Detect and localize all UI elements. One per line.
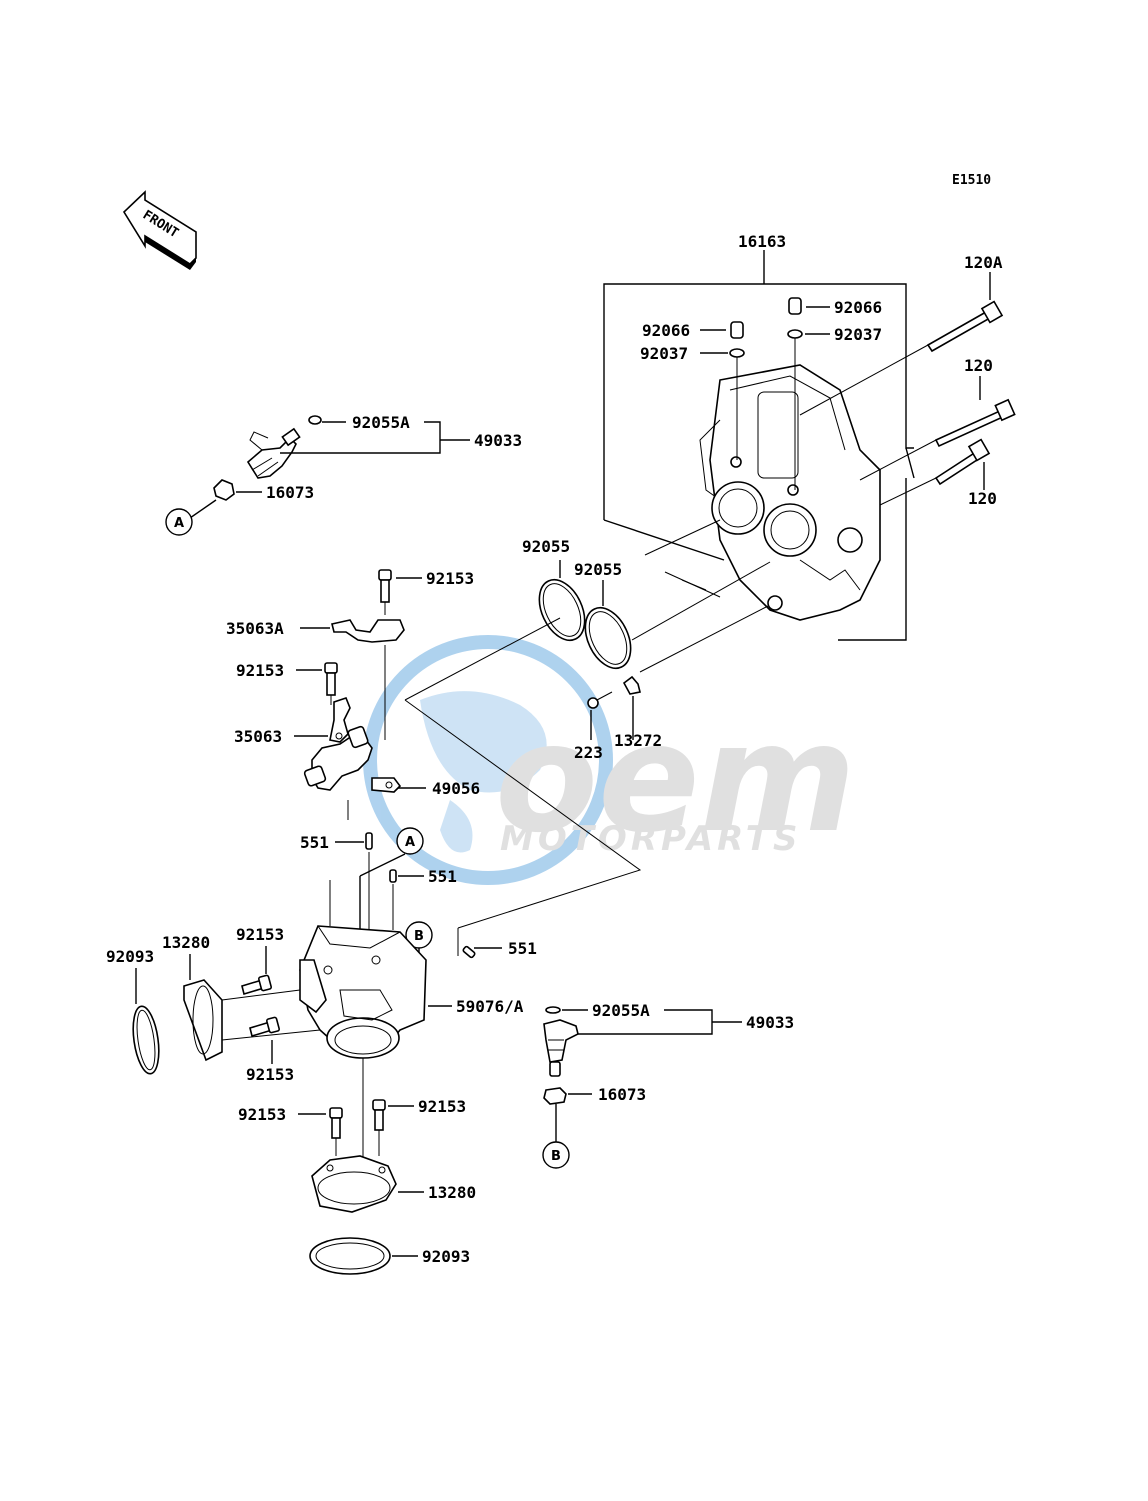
intake-adapter-59076A <box>299 925 427 1059</box>
injector-top <box>246 427 301 479</box>
oring-92055-right <box>584 606 632 670</box>
label-92066-left: 92066 <box>642 321 690 340</box>
label-120A: 120A <box>964 253 1003 272</box>
label-92037-right: 92037 <box>834 325 882 344</box>
label-92055A-bottom: 92055A <box>592 1001 650 1020</box>
label-35063: 35063 <box>234 727 282 746</box>
cap-16073-top <box>213 479 235 501</box>
label-16073-top: 16073 <box>266 483 314 502</box>
bolt-92153-bottom-right <box>372 1099 386 1131</box>
bolt-92153-middle <box>324 662 338 696</box>
label-92153-bottom-right: 92153 <box>418 1097 466 1116</box>
ref-b-bottom: B <box>542 1141 570 1169</box>
label-551-b: 551 <box>428 867 457 886</box>
front-arrow-icon: FRONT <box>122 190 197 270</box>
svg-text:A: A <box>405 835 415 850</box>
assembly-bracket <box>603 250 915 641</box>
washer-92037-right <box>787 329 803 339</box>
bolt-92153-left-upper <box>241 974 272 996</box>
bolt-92153-bottom-left <box>329 1107 343 1139</box>
bolt-120-upper <box>934 398 1016 448</box>
label-92055-right: 92055 <box>574 560 622 579</box>
label-92066-right: 92066 <box>834 298 882 317</box>
label-92055-left: 92055 <box>522 537 570 556</box>
screw-223 <box>587 691 613 709</box>
label-16073-bottom: 16073 <box>598 1085 646 1104</box>
pin-551-b <box>389 869 397 883</box>
watermark-globe-icon <box>363 635 613 885</box>
gasket-13280-bottom <box>311 1155 397 1213</box>
diagram-code: E1510 <box>952 173 991 188</box>
label-16163: 16163 <box>738 232 786 251</box>
label-92153-left-lower: 92153 <box>246 1065 294 1084</box>
svg-text:B: B <box>414 929 424 944</box>
sensor-49056 <box>303 725 402 793</box>
oring-92055-left <box>538 578 586 642</box>
label-92153-upper: 92153 <box>426 569 474 588</box>
seal-92093-bottom <box>309 1237 391 1275</box>
watermark-sub: MOTORPARTS <box>500 819 801 859</box>
label-551-c: 551 <box>508 939 537 958</box>
label-35063A: 35063A <box>226 619 284 638</box>
injector-bottom <box>543 1019 579 1077</box>
label-92153-bottom-left: 92153 <box>238 1105 286 1124</box>
bolt-92153-upper <box>378 569 392 603</box>
oring-92055A-bottom <box>545 1006 561 1014</box>
bracket-35063 <box>329 697 351 743</box>
svg-text:B: B <box>551 1149 561 1164</box>
pin-551-a <box>365 832 373 850</box>
label-120-upper: 120 <box>964 356 993 375</box>
label-92055A-top: 92055A <box>352 413 410 432</box>
cap-92066-left <box>730 321 744 339</box>
label-92093-left: 92093 <box>106 947 154 966</box>
throttle-body-part <box>699 364 881 621</box>
label-59076A: 59076/A <box>456 997 524 1016</box>
oring-92055A-top <box>308 415 322 425</box>
label-49033-bottom: 49033 <box>746 1013 794 1032</box>
svg-text:A: A <box>174 516 184 531</box>
label-49056: 49056 <box>432 779 480 798</box>
label-13280-bottom: 13280 <box>428 1183 476 1202</box>
label-92153-middle: 92153 <box>236 661 284 680</box>
bolt-92153-left-lower <box>249 1016 280 1038</box>
bolt-120A <box>926 300 1004 353</box>
label-13272: 13272 <box>614 731 662 750</box>
ref-a-middle: A <box>396 827 424 855</box>
label-92037-left: 92037 <box>640 344 688 363</box>
clip-13272 <box>622 675 641 695</box>
label-551-a: 551 <box>300 833 329 852</box>
label-49033-top: 49033 <box>474 431 522 450</box>
label-13280-left: 13280 <box>162 933 210 952</box>
gasket-13280-left <box>183 979 223 1062</box>
label-223: 223 <box>574 743 603 762</box>
watermark-brand: oem <box>495 692 856 866</box>
label-120-lower: 120 <box>968 489 997 508</box>
washer-92037-left <box>729 348 745 358</box>
bracket-35063A <box>331 619 405 643</box>
ref-a-top: A <box>165 508 193 536</box>
bolt-120-lower <box>934 438 991 486</box>
cap-92066-right <box>788 297 802 315</box>
label-92153-left-upper: 92153 <box>236 925 284 944</box>
pin-551-c <box>462 945 476 959</box>
cap-16073-bottom <box>543 1087 567 1105</box>
watermark: oem MOTORPARTS <box>363 635 856 885</box>
seal-92093-left <box>132 1005 160 1075</box>
label-92093-bottom: 92093 <box>422 1247 470 1266</box>
